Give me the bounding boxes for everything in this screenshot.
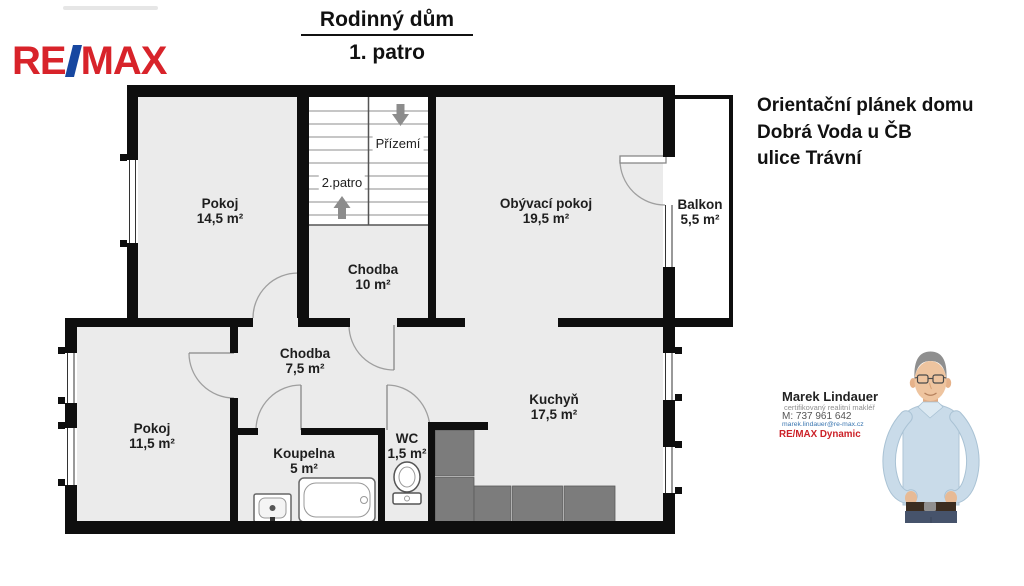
remax-logo: RE MAX [12, 39, 168, 84]
stairs-down-arrow-icon [392, 104, 409, 126]
agent-phone: M: 737 961 642 [782, 411, 852, 422]
kitchen-cabinets [434, 429, 616, 522]
agent-email: marek.lindauer@re-max.cz [782, 421, 864, 428]
agent-office: RE/MAX Dynamic [779, 428, 861, 440]
door-wc [386, 384, 431, 431]
note-line-1: Orientační plánek domu [757, 95, 974, 116]
logo-max: MAX [80, 39, 168, 83]
title-underline [301, 34, 473, 36]
bathtub-icon [298, 477, 376, 523]
stairs-arrows [333, 104, 409, 219]
agent-name: Marek Lindauer [782, 389, 879, 404]
walls [58, 85, 733, 534]
stairs-up-arrow-icon [333, 196, 351, 219]
door-balkon [619, 155, 667, 206]
agent-role: certifikovaný realitní makléř [784, 403, 875, 412]
door-koupelna [255, 384, 302, 431]
room-fill [77, 97, 663, 522]
windows [67, 160, 673, 493]
stairs-label-prizemi: Přízemí [372, 136, 424, 151]
logo-re: RE [12, 39, 67, 83]
sink-icon [253, 493, 292, 523]
stairs-label-2patro: 2.patro [318, 175, 366, 190]
note-line-2: Dobrá Voda u ČB [757, 121, 912, 143]
agent-photo [882, 351, 980, 523]
toilet-icon [392, 461, 422, 505]
location-note: Orientační plánek domu Dobrá Voda u ČB u… [757, 93, 973, 173]
page-title: Rodinný dům [319, 8, 455, 31]
door-pokoj-dole [188, 352, 235, 399]
logo-balloon-fragment [63, 6, 158, 10]
page-subtitle: 1. patro [349, 41, 425, 64]
door-chodba10 [348, 324, 395, 371]
note-line-3: ulice Trávní [757, 148, 862, 169]
